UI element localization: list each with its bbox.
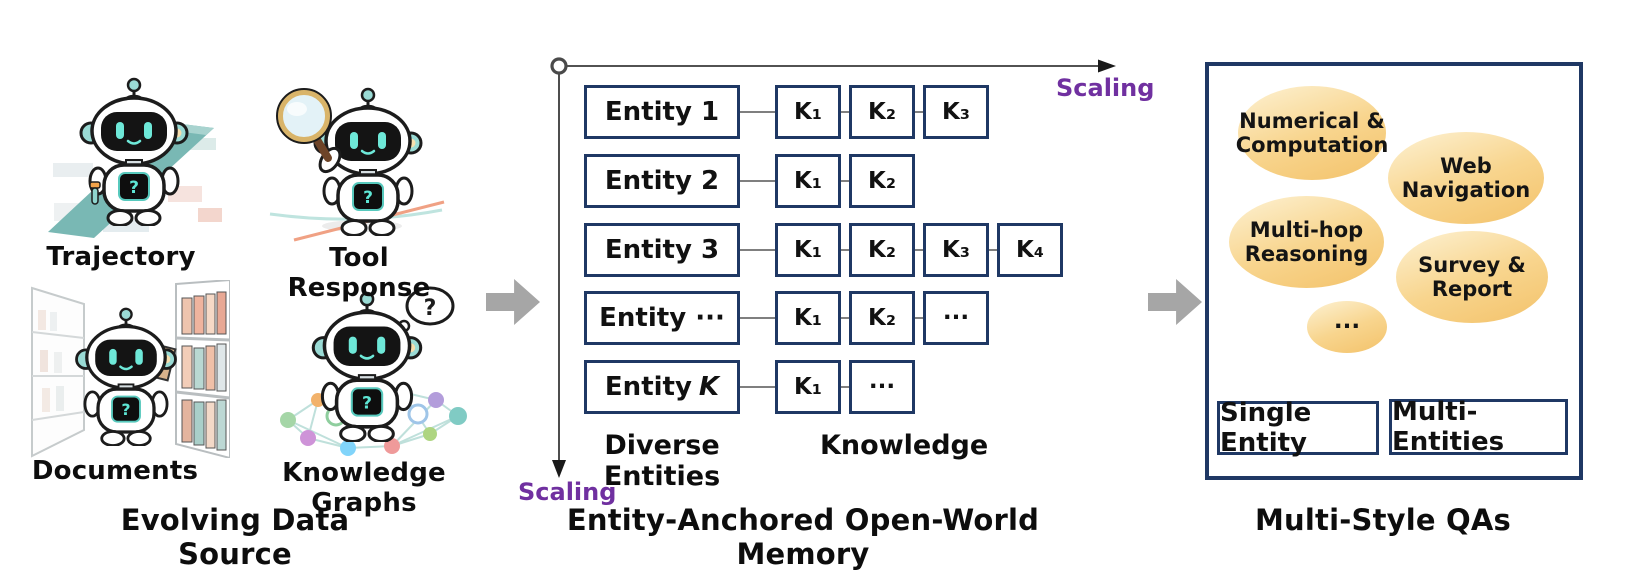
entity-label: Entity 2 <box>604 166 720 196</box>
knowledge-box: ··· <box>849 360 915 414</box>
thought-question-glyph: ? <box>424 296 437 321</box>
diverse-entities-label: Diverse Entities <box>603 430 721 492</box>
knowledge-box: ··· <box>923 291 989 345</box>
knowledge-label-k: K₂ <box>868 168 896 194</box>
knowledge-label: Knowledge <box>820 430 989 461</box>
entity-row: Entity ··· K₁ K₂ ··· <box>584 291 989 345</box>
qa-bubble-ellipsis: ··· <box>1307 301 1387 353</box>
knowledge-label-k: K₃ <box>942 99 970 125</box>
x-axis-arrowhead <box>1098 59 1116 73</box>
entity-label: Entity 1 <box>604 97 720 127</box>
knowledge-label-k: ··· <box>868 374 896 400</box>
entity-box: Entity 3 <box>584 223 740 277</box>
entity-box: Entity K <box>584 360 740 414</box>
qa-bubble-numerical-computation: Numerical & Computation <box>1236 86 1388 180</box>
trajectory-robot-icon <box>48 77 222 238</box>
single-entity-box: Single Entity <box>1217 398 1379 458</box>
entity-box: Entity 1 <box>584 85 740 139</box>
knowledge-label-k: K₁ <box>794 168 822 194</box>
knowledge-label-k: K₃ <box>942 237 970 263</box>
knowledge-graph-robot-icon: ? <box>280 286 467 456</box>
entity-row: Entity 3 K₁ K₂ K₃ K₄ <box>584 223 1063 277</box>
entity-row: Entity K K₁ ··· <box>584 360 915 414</box>
knowledge-box: K₁ <box>775 85 841 139</box>
tool-response-robot-icon <box>269 87 445 242</box>
qa-bubble-survey-report: Survey & Report <box>1396 231 1548 323</box>
knowledge-box: K₁ <box>775 360 841 414</box>
multi-entities-box: Multi-Entities <box>1389 397 1568 457</box>
knowledge-label-k: K₁ <box>794 237 822 263</box>
connector-line <box>841 180 849 182</box>
entity-box: Entity ··· <box>584 291 740 345</box>
data-source-item-label: Documents <box>31 456 199 486</box>
connector-line <box>915 317 923 319</box>
entity-row: Entity 2 K₁ K₂ <box>584 154 915 208</box>
entity-label: Entity ··· <box>599 303 725 333</box>
data-source-item-label: Knowledge Graphs <box>282 458 446 518</box>
qa-bubble-multi-hop-reasoning: Multi-hop Reasoning <box>1229 196 1384 288</box>
origin-marker <box>550 57 568 75</box>
x-scaling-label: Scaling <box>1056 74 1155 102</box>
connector-line <box>915 111 923 113</box>
knowledge-label-k: K₂ <box>868 305 896 331</box>
connector-line <box>740 317 775 319</box>
knowledge-box: K₃ <box>923 223 989 277</box>
y-scaling-label: Scaling <box>518 478 617 506</box>
connector-line <box>841 111 849 113</box>
knowledge-box: K₄ <box>997 223 1063 277</box>
knowledge-label-k: K₄ <box>1016 237 1044 263</box>
connector-line <box>740 180 775 182</box>
entity-row: Entity 1 K₁ K₂ K₃ <box>584 85 989 139</box>
connector-line <box>841 317 849 319</box>
knowledge-box: K₁ <box>775 223 841 277</box>
knowledge-label-k: K₁ <box>794 305 822 331</box>
connector-line <box>989 249 997 251</box>
entity-variable-label: K <box>698 372 720 402</box>
knowledge-label-k: K₁ <box>794 99 822 125</box>
connector-line <box>841 249 849 251</box>
knowledge-label-k: K₂ <box>868 99 896 125</box>
documents-robot-icon <box>31 280 230 458</box>
knowledge-label-k: ··· <box>942 305 970 331</box>
knowledge-box: K₂ <box>849 291 915 345</box>
connector-line <box>740 386 775 388</box>
entity-label: Entity 3 <box>604 235 720 265</box>
connector-line <box>740 111 775 113</box>
knowledge-box: K₃ <box>923 85 989 139</box>
flow-arrow-icon <box>1148 279 1202 325</box>
evolving-data-source-title: Evolving Data Source <box>120 503 350 571</box>
entity-box: Entity 2 <box>584 154 740 208</box>
knowledge-box: K₁ <box>775 154 841 208</box>
knowledge-box: K₂ <box>849 223 915 277</box>
flow-arrow-icon <box>486 279 540 325</box>
connector-line <box>915 249 923 251</box>
knowledge-box: K₂ <box>849 154 915 208</box>
entity-label: Entity <box>604 372 692 402</box>
knowledge-label-k: K₂ <box>868 237 896 263</box>
multi-style-qas-title: Multi-Style QAs <box>1255 503 1511 537</box>
qa-bubble-web-navigation: Web Navigation <box>1388 132 1544 224</box>
memory-title: Entity-Anchored Open-World Memory <box>566 503 1040 571</box>
knowledge-box: K₁ <box>775 291 841 345</box>
connector-line <box>740 249 775 251</box>
data-source-item-label: Trajectory <box>46 242 196 272</box>
knowledge-box: K₂ <box>849 85 915 139</box>
connector-line <box>841 386 849 388</box>
data-source-item-label: Tool Response <box>287 243 431 303</box>
knowledge-label-k: K₁ <box>794 374 822 400</box>
